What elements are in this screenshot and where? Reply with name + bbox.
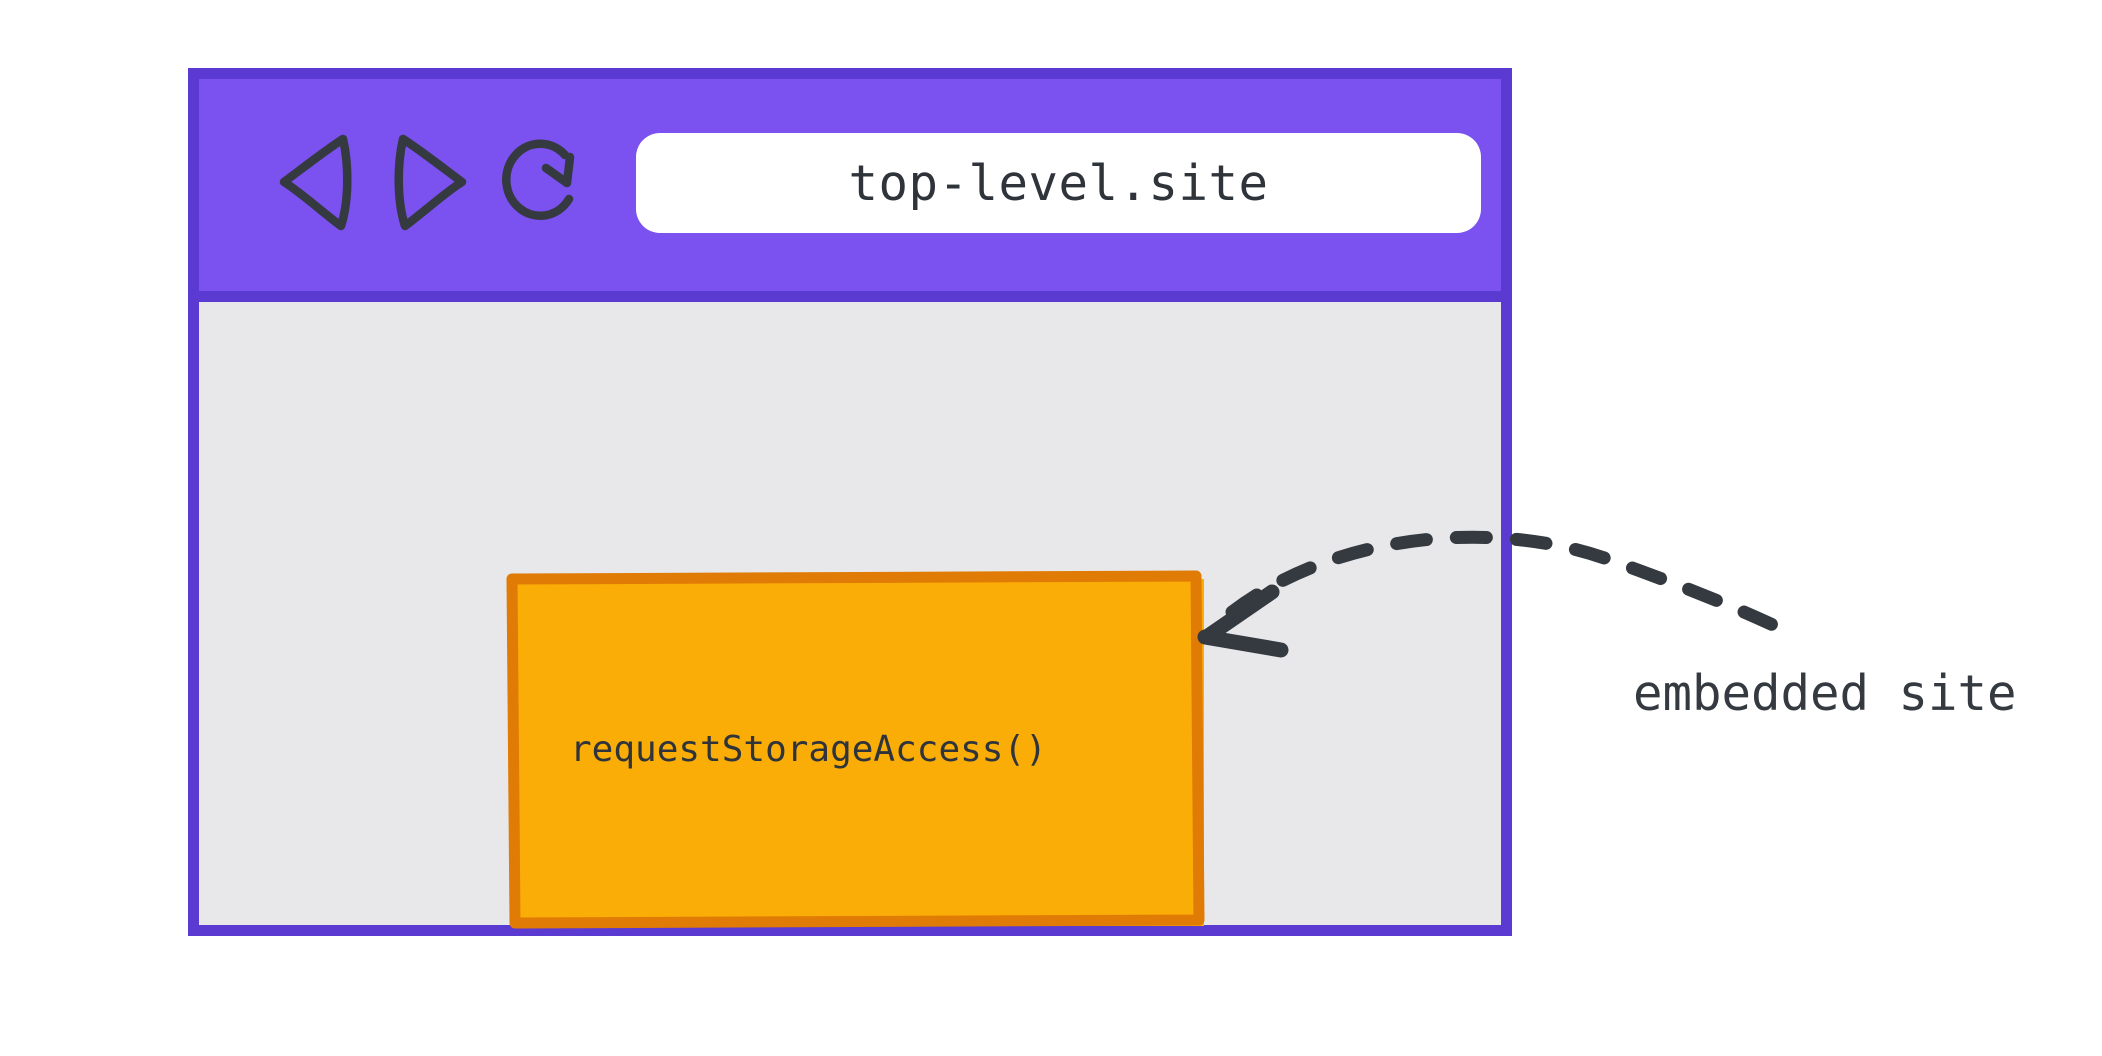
annotation-label: embedded site xyxy=(1633,665,2017,722)
embedded-frame-fill xyxy=(514,579,1204,926)
url-bar[interactable]: top-level.site xyxy=(636,133,1481,233)
embedded-site-frame[interactable]: requestStorageAccess() xyxy=(508,573,1204,926)
back-button[interactable] xyxy=(271,127,367,237)
url-text: top-level.site xyxy=(848,154,1269,212)
navigation-controls xyxy=(271,127,591,237)
back-icon xyxy=(271,134,367,241)
browser-viewport: requestStorageAccess() xyxy=(199,302,1501,925)
embedded-frame-label: requestStorageAccess() xyxy=(570,729,1047,770)
browser-toolbar: top-level.site xyxy=(199,79,1501,302)
forward-icon xyxy=(379,134,475,241)
embedded-frame-border xyxy=(508,573,1204,926)
forward-button[interactable] xyxy=(379,127,475,237)
reload-icon xyxy=(489,139,585,241)
reload-button[interactable] xyxy=(489,127,585,237)
browser-window: top-level.site requestStorageAccess() xyxy=(188,68,1512,936)
